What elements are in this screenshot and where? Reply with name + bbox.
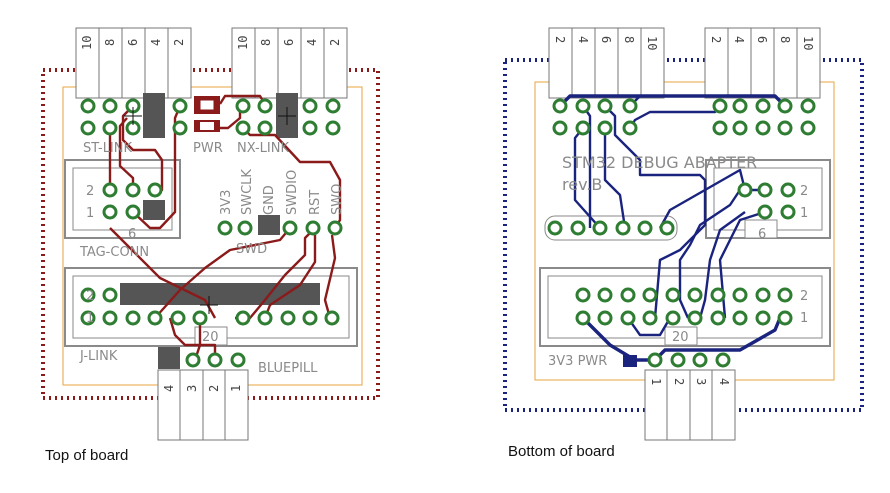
pwr-label: 3V3 PWR (548, 354, 607, 369)
top-copper-traces (108, 94, 342, 361)
top-bluepill-pad4 (158, 347, 180, 369)
top-bluepill-header: 4 3 2 1 (157, 369, 249, 441)
tag-pin-6-label: 6 (758, 227, 766, 242)
board-revision: rev.B (562, 175, 602, 194)
board-title: STM32 DEBUG ABAPTER (562, 153, 757, 172)
bottom-right-header: 2 4 6 8 10 (704, 27, 821, 99)
header-pin-label: 4 (305, 39, 319, 46)
header-pin-label: 4 (732, 36, 746, 43)
header-pin-label: 2 (709, 36, 723, 43)
swd-pin-label: 3V3 (219, 190, 234, 215)
header-pin-label: 4 (162, 385, 176, 392)
top-crosshairs (124, 107, 296, 314)
jlink-pin-1-label: 1 (800, 311, 808, 326)
bluepill-label: BLUEPILL (258, 361, 318, 376)
stlink-label: ST-LINK (83, 141, 132, 156)
jlink-label: J-LINK (79, 349, 118, 364)
tag-pin-6-label: 6 (128, 227, 136, 242)
tag-pin-1-label: 1 (86, 206, 94, 221)
top-gnd-pad (258, 215, 280, 235)
header-pin-label: 8 (259, 39, 273, 46)
bottom-jlink-housing (539, 267, 831, 347)
bottom-board-view: 2 4 6 8 10 2 4 6 8 10 (503, 27, 864, 441)
header-pin-label: 2 (553, 36, 567, 43)
tag-pin-1-label: 1 (800, 206, 808, 221)
jlink-pin-2-label: 2 (800, 289, 808, 304)
bottom-left-header: 2 4 6 8 10 (548, 27, 665, 99)
header-pin-label: 1 (229, 385, 243, 392)
header-pin-label: 4 (149, 39, 163, 46)
tagconn-label: TAG-CONN (79, 245, 149, 260)
bottom-caption: Bottom of board (508, 443, 615, 460)
tag-pin-2-label: 2 (86, 184, 94, 199)
header-pin-label: 10 (80, 36, 94, 50)
jlink-pin-1-label: 1 (86, 311, 94, 326)
header-pin-label: 6 (126, 39, 140, 46)
header-pin-label: 6 (282, 39, 296, 46)
jlink-pin-2-label: 2 (86, 289, 94, 304)
header-pin-label: 10 (801, 36, 815, 50)
top-pwr-jumper (194, 96, 220, 132)
header-pin-label: 2 (172, 39, 186, 46)
top-nxlink-header: 10 8 6 4 2 (231, 27, 348, 99)
top-tag-key (143, 200, 165, 220)
bottom-pads (547, 98, 816, 368)
top-stlink-header: 10 8 6 4 2 (75, 27, 192, 99)
top-jlink-bar (120, 283, 320, 305)
jlink-pin-20-label: 20 (672, 330, 689, 345)
top-board-view: 10 8 6 4 2 10 8 6 4 2 (41, 27, 380, 441)
header-pin-label: 3 (694, 378, 708, 385)
header-pin-label: 4 (717, 378, 731, 385)
swd-pin-label: GND (262, 185, 277, 215)
header-pin-label: 8 (103, 39, 117, 46)
tag-pin-2-label: 2 (800, 184, 808, 199)
header-pin-label: 6 (599, 36, 613, 43)
swd-pin-label: RST (308, 190, 323, 215)
top-tagconn-housing (64, 159, 181, 239)
top-pads (80, 98, 343, 368)
top-keepout-border (41, 68, 380, 400)
header-pin-label: 10 (645, 36, 659, 50)
bottom-pwr-jumper (623, 355, 637, 367)
bottom-swd-outline (544, 215, 678, 241)
swd-pin-label: SWCLK (240, 169, 255, 215)
header-pin-label: 2 (672, 378, 686, 385)
pwr-label: PWR (193, 141, 223, 156)
header-pin-label: 8 (622, 36, 636, 43)
header-pin-label: 10 (236, 36, 250, 50)
header-pin-label: 2 (328, 39, 342, 46)
header-pin-label: 6 (755, 36, 769, 43)
top-stlink-key (143, 93, 165, 138)
swd-pin-label: SWDIO (285, 170, 300, 215)
header-pin-label: 3 (185, 385, 199, 392)
nxlink-label: NX-LINK (237, 141, 289, 156)
header-pin-label: 4 (576, 36, 590, 43)
header-pin-label: 2 (207, 385, 221, 392)
swd-pin-label: SWO (330, 184, 345, 215)
header-pin-label: 1 (649, 378, 663, 385)
header-pin-label: 8 (778, 36, 792, 43)
jlink-pin-20-label: 20 (202, 330, 219, 345)
swd-label: SWD (236, 242, 267, 257)
bottom-bluepill-header: 1 2 3 4 (644, 369, 736, 441)
top-caption: Top of board (45, 447, 129, 464)
